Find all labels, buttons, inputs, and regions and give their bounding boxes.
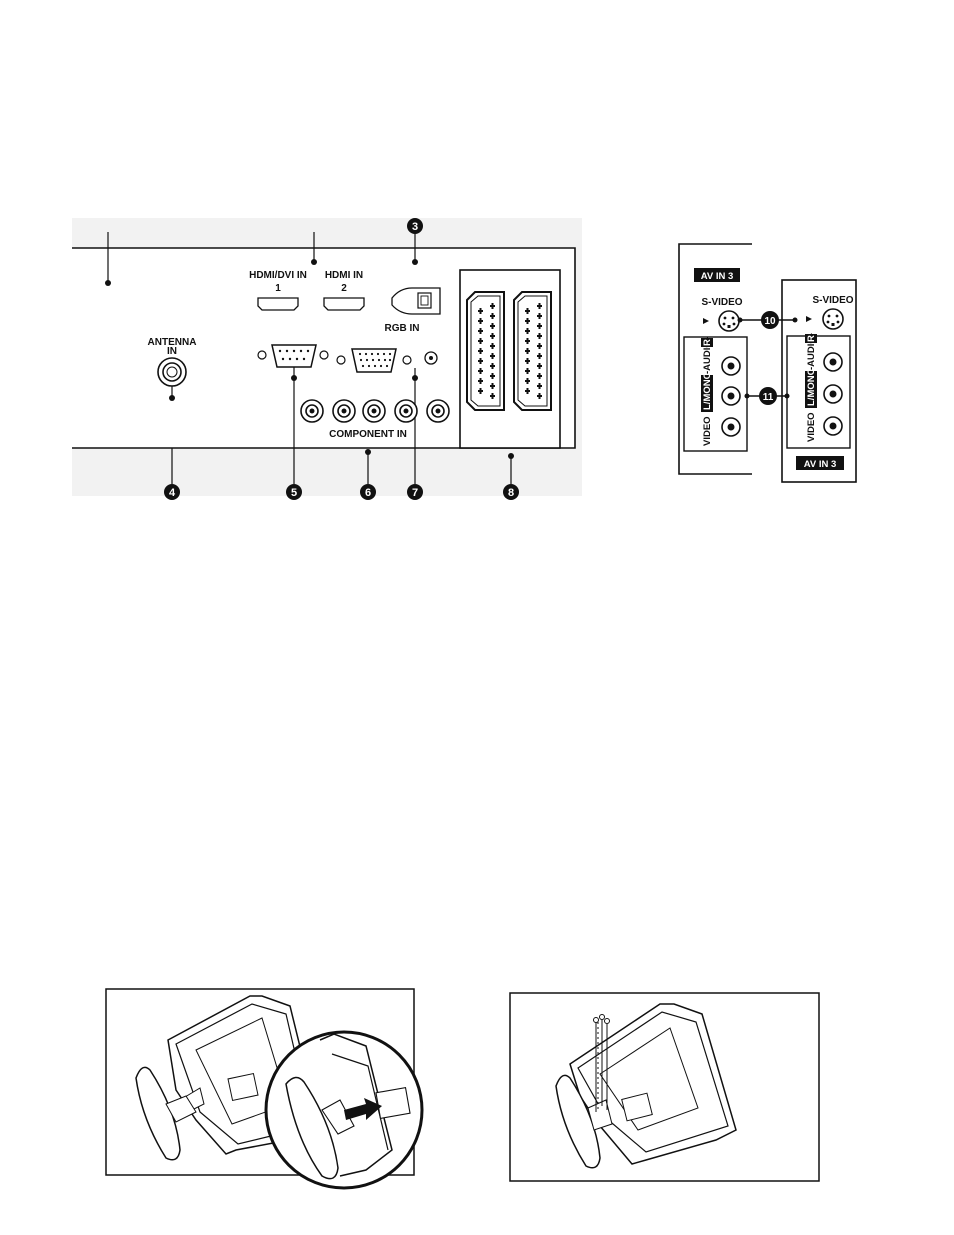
scart2-port-icon: [514, 292, 551, 410]
svideo-jack-icon-right: [823, 309, 843, 329]
callout-6: 6: [360, 484, 376, 500]
r-label-left: R: [702, 339, 713, 346]
svg-text:11: 11: [763, 392, 774, 403]
stand-assembly-figure-1: [106, 989, 422, 1188]
hdmi2-label: HDMI IN: [325, 270, 363, 281]
svg-text:6: 6: [365, 487, 371, 499]
svideo-jack-icon-left: [719, 311, 739, 331]
hdmi1-label: HDMI/DVI IN: [249, 270, 307, 281]
hdmi1-number: 1: [275, 283, 281, 294]
callout-11: 11: [759, 387, 777, 405]
lmono-label-left: L/MONO: [702, 372, 713, 410]
callout-4: 4: [164, 484, 180, 500]
svideo-label-right: S-VIDEO: [812, 295, 853, 306]
scart1-port-icon: [467, 292, 504, 410]
hdmi1-port-icon: [258, 298, 298, 310]
svg-text:7: 7: [412, 487, 418, 499]
callout-3: 3: [407, 218, 423, 234]
rca-jacks-left: [722, 357, 740, 436]
rgb-audio-port-icon: [392, 288, 440, 314]
video-label-right: VIDEO: [806, 412, 817, 442]
svg-text:4: 4: [169, 487, 176, 499]
callout-10: 10: [761, 311, 779, 329]
svg-text:3: 3: [412, 221, 418, 233]
stand-assembly-figure-2: [510, 993, 819, 1181]
video-label-left: VIDEO: [702, 416, 713, 446]
svg-text:5: 5: [291, 487, 297, 499]
rear-panel-diagram: 3 HDMI/DVI IN 1 HDMI IN 2 RGB IN ANTENNA…: [72, 218, 582, 500]
component-in-label: COMPONENT IN: [329, 429, 407, 440]
av-in-3-label-left: AV IN 3: [701, 271, 734, 282]
hdmi2-port-icon: [324, 298, 364, 310]
rgb-audio-mini-jack-icon: [425, 352, 437, 364]
antenna-label-line2: IN: [167, 346, 177, 357]
antenna-jack-icon: [158, 358, 186, 386]
svg-text:8: 8: [508, 487, 514, 499]
hdmi2-number: 2: [341, 283, 347, 294]
callout-7: 7: [407, 484, 423, 500]
svideo-label-left: S-VIDEO: [701, 297, 742, 308]
callout-8: 8: [503, 484, 519, 500]
side-panel-diagram: AV IN 3 S-VIDEO VIDEO L/MONO -AUDIO- R S…: [679, 244, 856, 482]
r-label-right: R: [806, 335, 817, 342]
svg-text:10: 10: [764, 316, 776, 327]
av-in-3-label-right: AV IN 3: [804, 459, 837, 470]
lmono-label-right: L/MONO: [806, 368, 817, 406]
rgb-in-label: RGB IN: [385, 323, 420, 334]
rca-jacks-right: [824, 353, 842, 435]
callout-5: 5: [286, 484, 302, 500]
screw-icons: [594, 1015, 610, 1113]
